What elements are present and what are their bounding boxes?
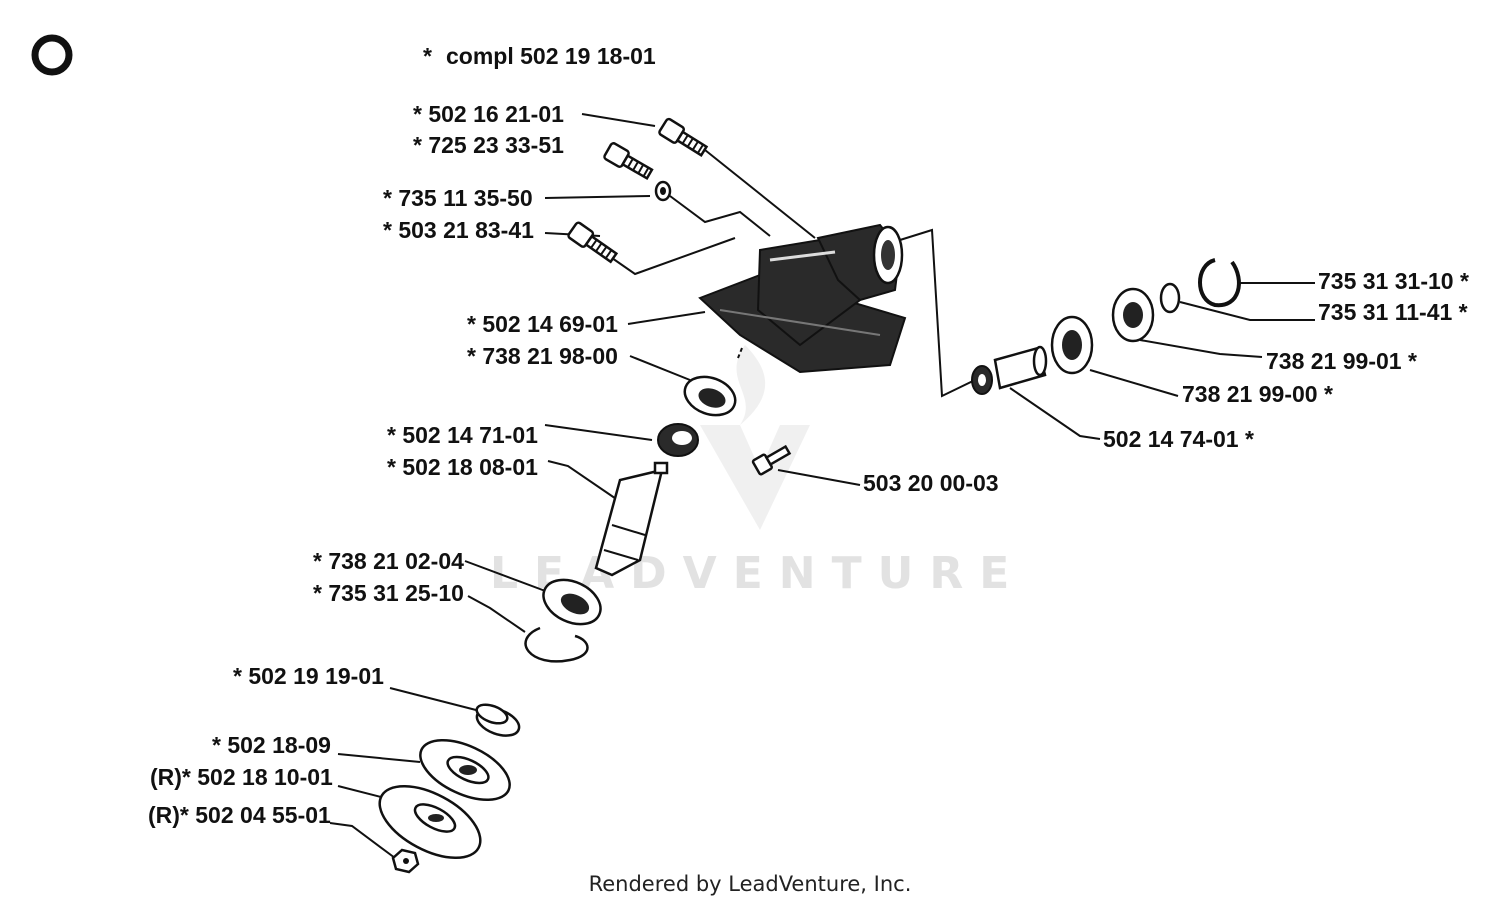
- flange-502-18-10-01: [378, 785, 482, 859]
- part-label: * 502 14 71-01: [387, 422, 538, 448]
- gear-502-14-71-01: [657, 423, 699, 457]
- part-label: * 503 21 83-41: [383, 217, 534, 243]
- part-label: * 738 21 02-04: [313, 548, 464, 574]
- screw-502-16-21-01: [658, 117, 709, 157]
- part-label: 735 31 11-41 *: [1318, 299, 1468, 325]
- part-label: 738 21 99-00 *: [1182, 381, 1333, 407]
- part-label: * 735 31 25-10: [313, 580, 464, 606]
- part-label: 735 31 31-10 *: [1318, 268, 1469, 294]
- bearing-738-21-98-00: [683, 375, 737, 417]
- circlip-735-31-31-10: [1198, 258, 1241, 308]
- ring-735-31-11-41: [1159, 282, 1181, 314]
- part-label: * 502 16 21-01: [413, 101, 564, 127]
- part-label: * 502 18-09: [212, 732, 331, 758]
- watermark-logo: [700, 345, 810, 530]
- part-label: * 725 23 33-51: [413, 132, 564, 158]
- washer-735-11-35-50: [654, 180, 672, 202]
- part-label: 503 20 00-03: [863, 470, 999, 496]
- part-label: (R)* 502 04 55-01: [148, 802, 331, 828]
- screw-725-23-33-51: [603, 142, 654, 181]
- header-asterisk: *: [423, 43, 432, 69]
- assembly-title: compl 502 19 18-01: [446, 43, 656, 69]
- part-label: * 502 18 08-01: [387, 454, 538, 480]
- nut-502-04-55-01: [391, 848, 420, 874]
- support-cup-502-18-09: [419, 739, 511, 801]
- pinion-shaft-502-14-74-01: [971, 345, 1048, 395]
- part-label: 502 14 74-01 *: [1103, 426, 1254, 452]
- section-marker-circle: [31, 34, 73, 76]
- part-label: * 502 14 69-01: [467, 311, 618, 337]
- footer-credit: Rendered by LeadVenture, Inc.: [589, 872, 912, 896]
- circlip-735-31-25-10: [524, 626, 589, 663]
- shaft-502-18-08-01: [594, 461, 669, 577]
- part-label: * 738 21 98-00: [467, 343, 618, 369]
- screw-503-21-83-41: [567, 221, 619, 264]
- part-labels: * 502 16 21-01 * 725 23 33-51 * 735 11 3…: [148, 101, 1469, 828]
- part-label: 738 21 99-01 *: [1266, 348, 1417, 374]
- bushing-502-19-19-01: [475, 703, 521, 737]
- bearing-738-21-02-04: [542, 578, 602, 626]
- gear-housing-502-14-69-01: [698, 223, 907, 374]
- bearing-738-21-99-00: [1050, 315, 1094, 375]
- part-label: * 502 19 19-01: [233, 663, 384, 689]
- part-label: * 735 11 35-50: [383, 185, 533, 211]
- leader-lines: [329, 113, 1315, 859]
- screw-503-20-00-03: [751, 444, 792, 476]
- part-label: (R)* 502 18 10-01: [150, 764, 333, 790]
- bearing-738-21-99-01: [1111, 287, 1155, 343]
